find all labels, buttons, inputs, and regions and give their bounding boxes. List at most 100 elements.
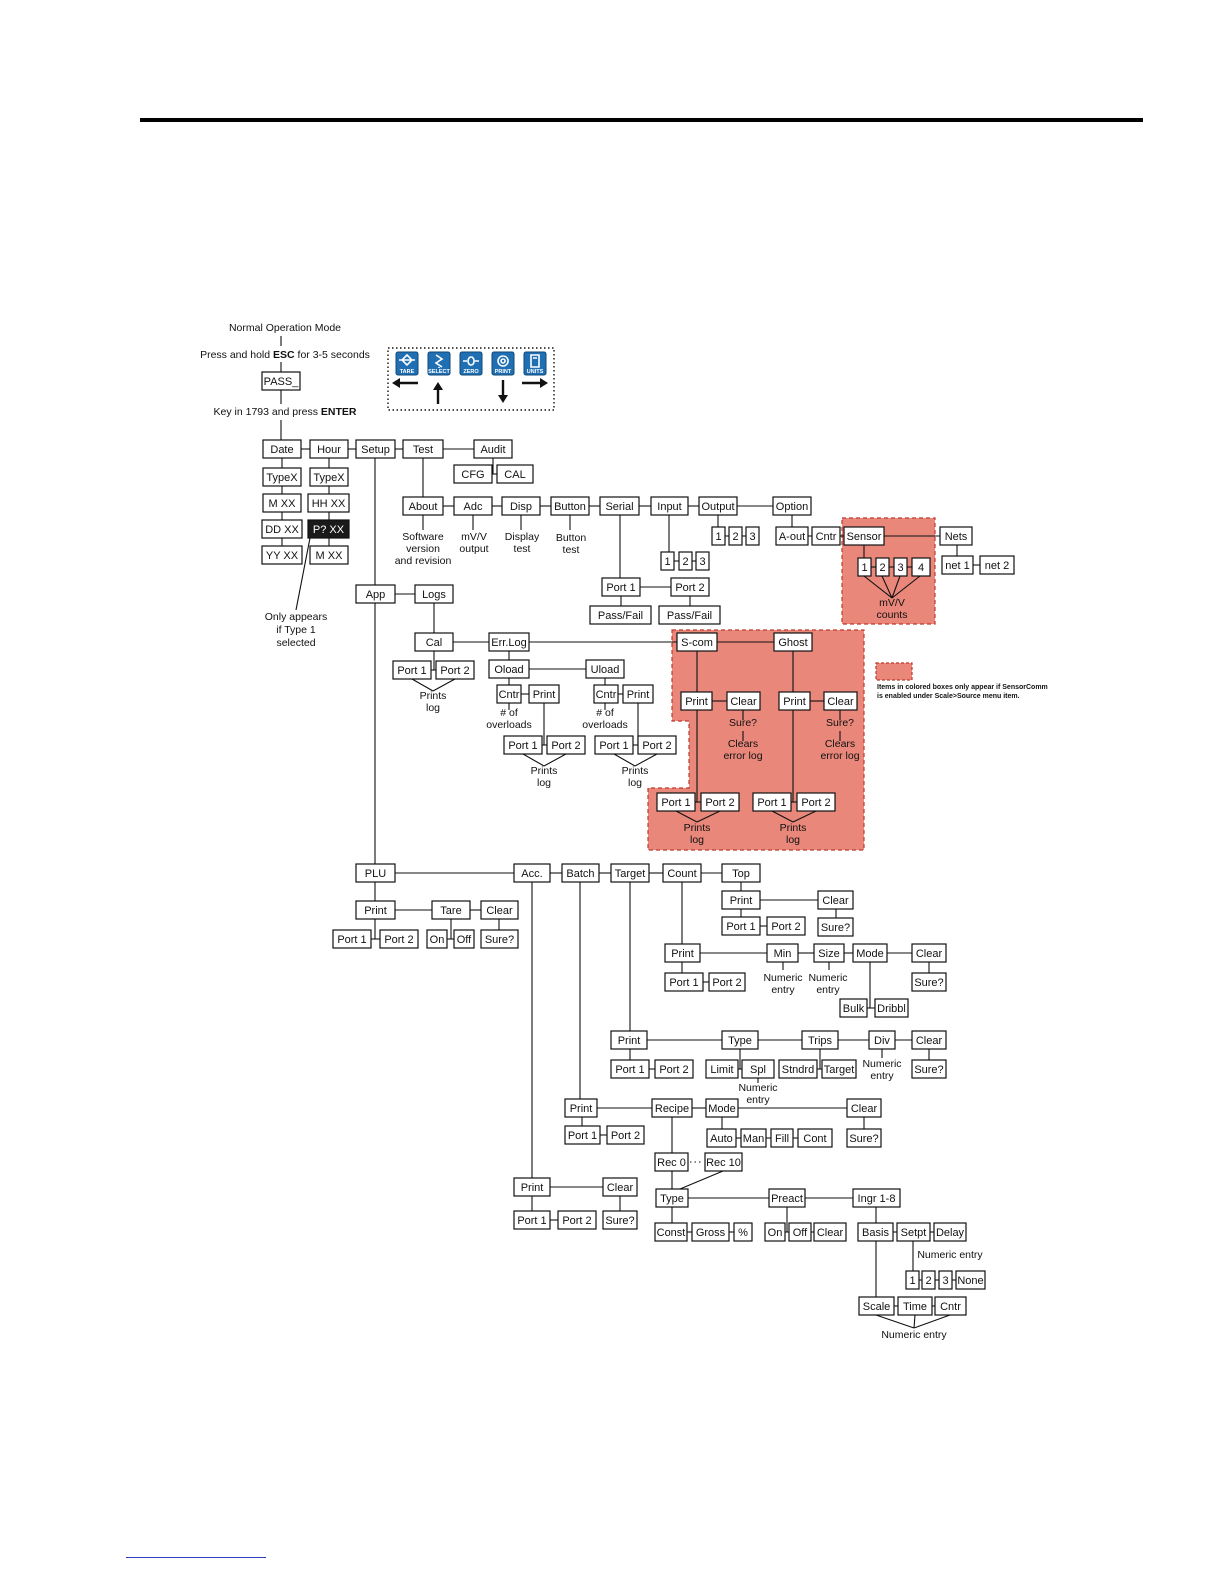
menu-node-bauto: Auto (706, 1128, 737, 1148)
menu-node-frame (546, 735, 586, 755)
menu-node-in1: 1 (660, 551, 675, 571)
menu-node-iscale: Scale (858, 1296, 895, 1316)
menu-node-frame (911, 1059, 947, 1079)
menu-node-setup: Setup (355, 439, 396, 459)
menu-node-label: Port 1 (726, 921, 755, 933)
menu-node-typex2: TypeX (309, 467, 349, 487)
menu-node-frame (606, 1125, 645, 1145)
menu-node-label: Print (671, 948, 694, 960)
annotation-label: Numeric entry (881, 1329, 947, 1341)
menu-node-frame (772, 496, 812, 516)
menu-node-label: 1 (861, 562, 867, 574)
menu-node-label: Port 2 (659, 1064, 688, 1076)
menu-node-label: Basis (862, 1227, 889, 1239)
menu-node-frame (868, 1030, 896, 1050)
menu-node-rec0: Rec 0 (654, 1152, 689, 1172)
menu-node-frame (846, 1128, 882, 1148)
menu-node-label: Print (364, 905, 387, 917)
menu-node-frame (778, 1059, 818, 1079)
menu-node-label: Clear (730, 696, 757, 708)
menu-node-label: YY XX (266, 550, 299, 562)
menu-node-frame (402, 496, 444, 516)
legend-text: Items in colored boxes only appear if Se… (877, 684, 1048, 700)
menu-node-yyxx: YY XX (261, 545, 303, 565)
menu-node-label: Off (457, 934, 472, 946)
menu-node-label: Port 1 (508, 740, 537, 752)
menu-node-frame (473, 439, 513, 459)
menu-node-label: Oload (494, 664, 523, 676)
menu-node-frame (764, 1222, 786, 1242)
menu-node-frame (480, 900, 519, 920)
menu-node-frame (933, 1222, 967, 1242)
menu-node-label: Cal (426, 637, 443, 649)
menu-node-bulk: Bulk (839, 998, 868, 1018)
menu-node-label: Serial (605, 501, 633, 513)
menu-node-frame (610, 1030, 648, 1050)
menu-node-label: 4 (918, 562, 924, 574)
menu-node-frame (453, 496, 493, 516)
menu-node-frame (496, 464, 534, 484)
menu-node-frame (262, 439, 302, 459)
menu-node-label: Delay (936, 1227, 965, 1239)
menu-node-frame (745, 526, 760, 546)
menu-node-label: M XX (316, 550, 344, 562)
menu-node-label: Rec 10 (706, 1157, 741, 1169)
menu-node-frame (893, 557, 908, 577)
menu-node-label: Clear (851, 1103, 878, 1115)
menu-node-label: Pass/Fail (667, 610, 712, 622)
menu-node-frame (905, 1270, 920, 1290)
menu-node-label: Sure? (485, 934, 514, 946)
menu-node-label: Recipe (655, 1103, 689, 1115)
menu-node-label: 1 (909, 1275, 915, 1287)
menu-node-label: DD XX (265, 524, 299, 536)
menu-node-frame (852, 1188, 901, 1208)
menu-node-label: Port 2 (705, 797, 734, 809)
menu-node-icntr: Cntr (934, 1296, 967, 1316)
menu-node-label: Print (783, 696, 806, 708)
menu-node-label: 1 (715, 531, 721, 543)
menu-node-frame (655, 1188, 689, 1208)
menu-node-label: Clear (817, 1227, 844, 1239)
menu-node-frame (610, 863, 650, 883)
menu-node-label: Output (701, 501, 734, 513)
key-panel-frame (387, 347, 555, 411)
menu-node-disp: Disp (501, 496, 541, 516)
menu-node-net1: net 1 (941, 555, 974, 575)
menu-node-label: Port 2 (642, 740, 671, 752)
menu-node-label: Sensor (847, 531, 882, 543)
menu-node-label: Type (660, 1193, 684, 1205)
footer-rule (126, 1557, 266, 1558)
connector-lines (280, 336, 980, 1329)
menu-node-frame (488, 659, 530, 679)
units-key: UNITS (523, 351, 547, 376)
menu-node-label: Port 1 (661, 797, 690, 809)
menu-node-mxx1: M XX (262, 493, 302, 513)
menu-node-frame (622, 684, 654, 704)
menu-node-frame (680, 691, 713, 711)
menu-node-rec10: Rec 10 (704, 1152, 743, 1172)
menu-node-frame (654, 1059, 694, 1079)
menu-node-label: Port 2 (562, 1215, 591, 1227)
menu-node-label: Print (570, 1103, 593, 1115)
menu-node-frame (721, 890, 761, 910)
menu-node-plusure: Sure? (480, 929, 519, 949)
menu-node-frame (752, 792, 792, 812)
menu-node-frame (480, 929, 519, 949)
menu-node-frame (309, 545, 349, 565)
menu-node-label: PASS_ (264, 376, 300, 388)
menu-node-scom: S-com (676, 632, 718, 652)
menu-node-label: Size (818, 948, 839, 960)
menu-node-frame (262, 493, 302, 513)
menu-node-ttrips: Trips (801, 1030, 839, 1050)
menu-node-frame (610, 1059, 650, 1079)
menu-node-oload: Oload (488, 659, 530, 679)
menu-node-label: Trips (808, 1035, 833, 1047)
menu-node-typex1: TypeX (262, 467, 302, 487)
menu-node-frame (453, 464, 493, 484)
menu-node-label: Bulk (843, 1003, 865, 1015)
menu-node-frame (941, 555, 974, 575)
menu-node-calp1: Port 1 (392, 660, 432, 680)
